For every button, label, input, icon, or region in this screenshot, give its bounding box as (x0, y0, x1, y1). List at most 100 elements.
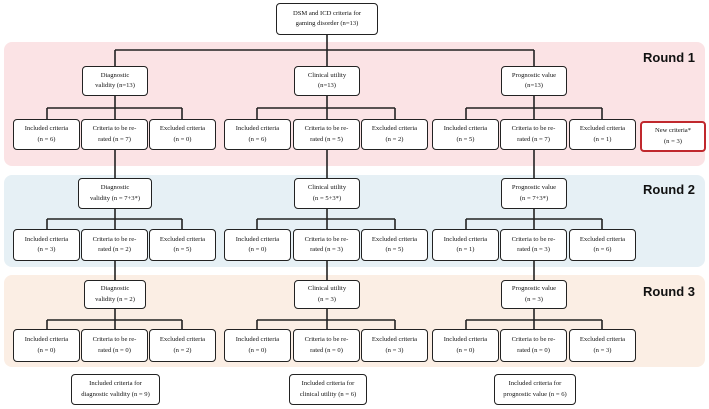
box-line: (n = 6) (37, 135, 56, 143)
box-line: (n=13) (524, 82, 543, 89)
box-line: Prognostic value (511, 184, 557, 192)
box-line: Included criteria (24, 125, 69, 133)
box-line: Criteria to be re- (304, 336, 349, 344)
box-line: Excluded criteria (371, 235, 418, 243)
box-line: validity (n = 7+3*) (89, 194, 141, 202)
r3-pv-excluded-box: Excluded criteria (n = 3) (569, 329, 636, 362)
box-line: (n = 6) (593, 246, 612, 253)
box-line: rated (n = 7) (98, 135, 131, 143)
r2-prognostic-value-box: Prognostic value (n = 7+3*) (501, 178, 567, 209)
box-line: rated (n = 3) (310, 246, 343, 253)
r3-cu-excluded-box: Excluded criteria (n = 3) (361, 329, 428, 362)
box-line: (n = 1) (593, 135, 612, 143)
box-line: (n = 0) (248, 346, 267, 354)
box-line: (n = 0) (37, 346, 56, 354)
box-line: (n = 5) (385, 246, 404, 253)
r1-diagnostic-validity-box: Diagnostic validity (n=13) (82, 66, 148, 96)
r1-pv-rerate-box: Criteria to be re- rated (n = 7) (500, 119, 567, 150)
box-line: Clinical utility (307, 285, 347, 293)
box-line: (n=13) (317, 82, 336, 89)
box-line: Included criteria (235, 336, 280, 344)
box-line: rated (n = 7) (517, 135, 550, 143)
box-line: Included criteria (443, 336, 488, 344)
final-clinical-utility-box: Included criteria for clinical utility (… (289, 374, 367, 405)
r1-cu-rerate-box: Criteria to be re- rated (n = 5) (293, 119, 360, 150)
box-line: rated (n = 0) (517, 346, 550, 354)
r2-cu-included-box: Included criteria (n = 0) (224, 229, 291, 261)
box-line: Included criteria for (508, 380, 562, 388)
box-line: (n = 1) (456, 246, 475, 253)
box-line: Excluded criteria (159, 125, 206, 133)
r3-dv-rerate-box: Criteria to be re- rated (n = 0) (81, 329, 148, 362)
box-line: rated (n = 2) (98, 246, 131, 253)
box-line: (n = 3) (317, 295, 336, 303)
r3-cu-rerate-box: Criteria to be re- rated (n = 0) (293, 329, 360, 362)
r3-pv-included-box: Included criteria (n = 0) (432, 329, 499, 362)
box-line: (n = 6) (248, 135, 267, 143)
box-line: Excluded criteria (159, 336, 206, 344)
box-line: (n = 3) (593, 346, 612, 354)
box-line: Criteria to be re- (304, 125, 349, 133)
box-line: Included criteria for (89, 380, 142, 388)
r1-prognostic-value-box: Prognostic value (n=13) (501, 66, 567, 96)
r3-pv-rerate-box: Criteria to be re- rated (n = 0) (500, 329, 567, 362)
r3-dv-included-box: Included criteria (n = 0) (13, 329, 80, 362)
box-line: Included criteria (235, 125, 280, 133)
r1-dv-included-box: Included criteria (n = 6) (13, 119, 80, 150)
box-line: (n = 0) (173, 135, 192, 143)
box-line: (n = 2) (173, 346, 192, 354)
r3-clinical-utility-box: Clinical utility (n = 3) (294, 280, 360, 309)
r2-pv-included-box: Included criteria (n = 1) (432, 229, 499, 261)
box-line: diagnostic validity (n = 9) (81, 390, 150, 398)
r2-dv-rerate-box: Criteria to be re- rated (n = 2) (81, 229, 148, 261)
box-line: (n = 0) (248, 246, 267, 253)
box-line: clinical utility (n = 6) (299, 390, 357, 398)
r3-prognostic-value-box: Prognostic value (n = 3) (501, 280, 567, 309)
round-1-label: Round 1 (643, 50, 695, 65)
r3-diagnostic-validity-box: Diagnostic validity (n = 2) (84, 280, 146, 309)
box-line: Included criteria for (301, 380, 355, 388)
r2-diagnostic-validity-box: Diagnostic validity (n = 7+3*) (78, 178, 152, 209)
r1-dv-rerate-box: Criteria to be re- rated (n = 7) (81, 119, 148, 150)
box-line: Excluded criteria (579, 336, 626, 344)
source-criteria-box: DSM and ICD criteria for gaming disorder… (276, 3, 378, 35)
box-line: (n = 7+3*) (519, 194, 549, 202)
box-line: Clinical utility (307, 71, 347, 79)
box-line: (n = 5+3*) (312, 194, 342, 202)
box-line: Included criteria (24, 336, 69, 344)
box-line: Excluded criteria (579, 125, 626, 133)
box-line: Diagnostic (100, 71, 130, 79)
box-line: (n = 3) (37, 246, 56, 253)
r1-clinical-utility-box: Clinical utility (n=13) (294, 66, 360, 96)
box-line: Excluded criteria (371, 125, 418, 133)
r2-dv-included-box: Included criteria (n = 3) (13, 229, 80, 261)
r1-pv-included-box: Included criteria (n = 5) (432, 119, 499, 150)
box-line: Criteria to be re- (92, 235, 137, 243)
box-line: (n = 3) (663, 137, 682, 145)
box-line: Diagnostic (100, 184, 130, 192)
box-line: rated (n = 5) (310, 135, 343, 143)
r1-cu-included-box: Included criteria (n = 6) (224, 119, 291, 150)
box-line: Criteria to be re- (511, 125, 556, 133)
box-line: Excluded criteria (371, 336, 418, 344)
final-prognostic-value-box: Included criteria for prognostic value (… (494, 374, 576, 405)
box-line: rated (n = 0) (310, 346, 343, 354)
box-line: (n = 5) (173, 246, 192, 253)
box-line: rated (n = 3) (517, 246, 550, 253)
r2-cu-excluded-box: Excluded criteria (n = 5) (361, 229, 428, 261)
box-line: Clinical utility (307, 184, 347, 192)
box-line: (n = 0) (456, 346, 475, 354)
box-line: Criteria to be re- (92, 336, 137, 344)
round-2-label: Round 2 (643, 182, 695, 197)
box-line: DSM and ICD criteria for (292, 9, 362, 17)
new-criteria-box: New criteria* (n = 3) (640, 121, 706, 152)
box-line: (n = 3) (385, 346, 404, 354)
box-line: Criteria to be re- (511, 235, 556, 243)
box-line: (n = 5) (456, 135, 475, 143)
r2-pv-excluded-box: Excluded criteria (n = 6) (569, 229, 636, 261)
box-line: (n = 3) (524, 295, 543, 303)
box-line: Criteria to be re- (511, 336, 556, 344)
box-line: prognostic value (n = 6) (503, 390, 567, 398)
